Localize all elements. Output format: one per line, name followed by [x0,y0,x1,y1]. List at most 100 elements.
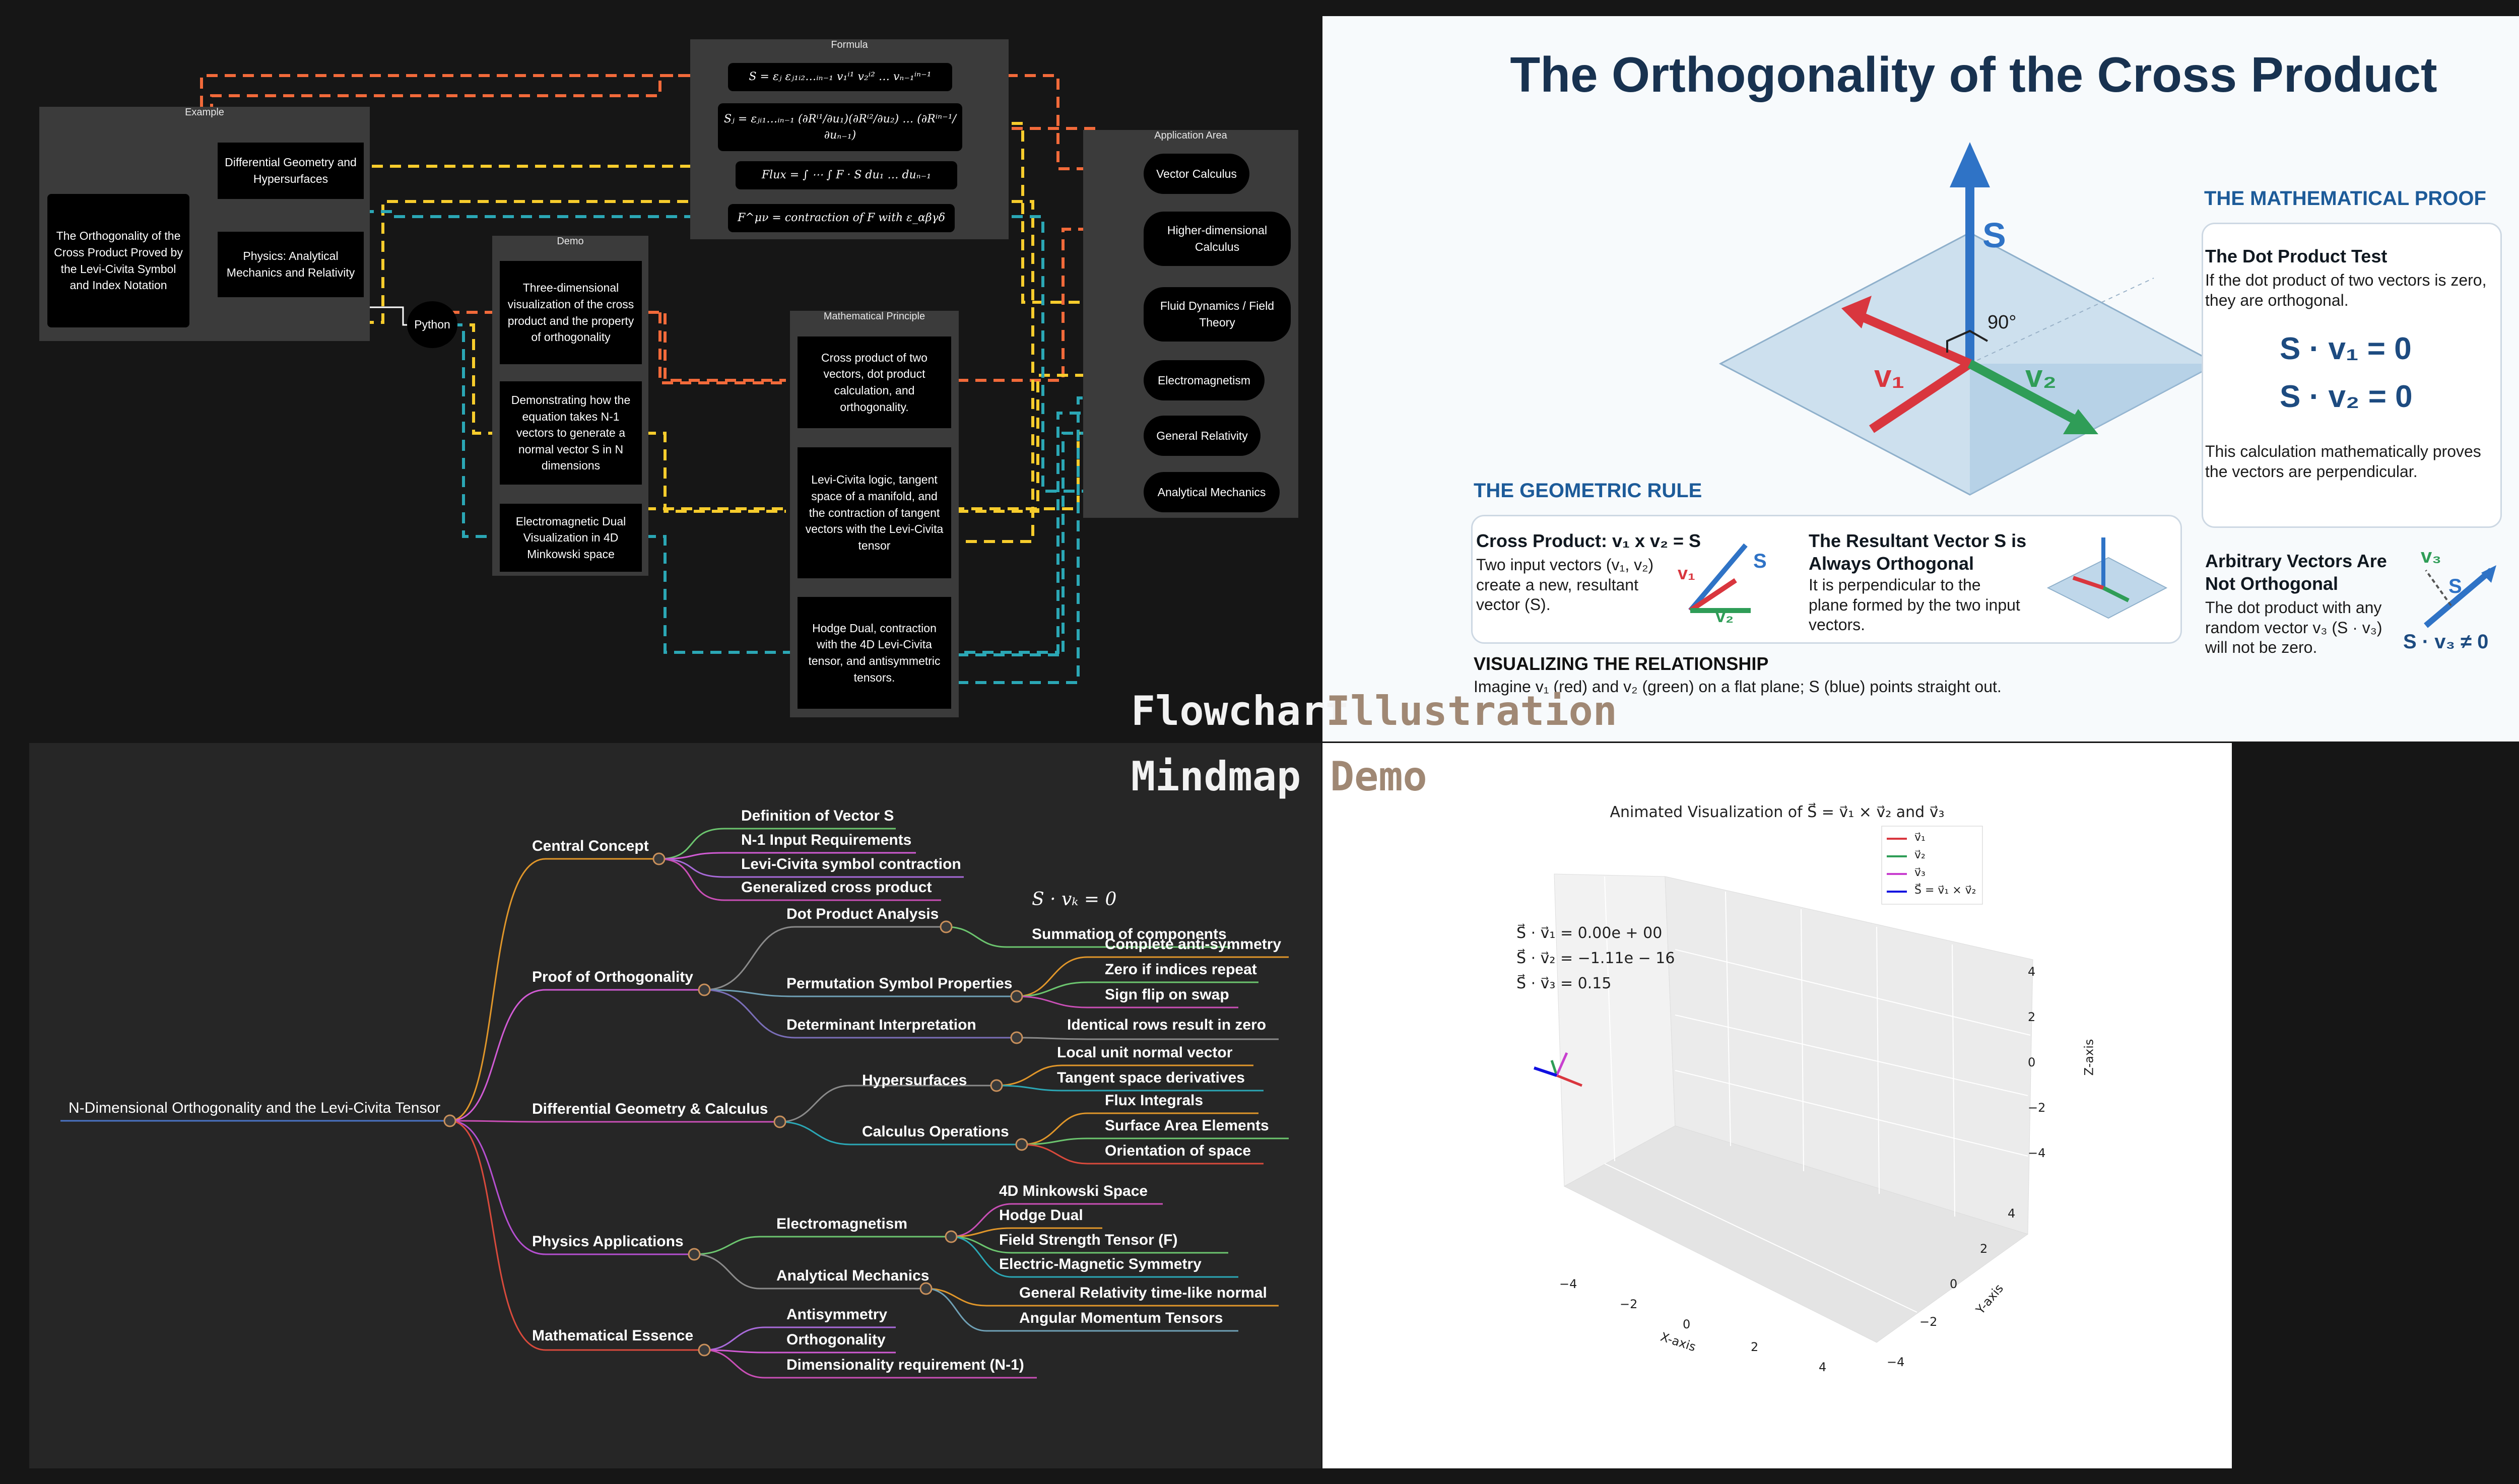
leaf-angular-momentum[interactable]: Angular Momentum Tensors [1019,1310,1223,1326]
leaf-dot-formula[interactable]: S · vₖ = 0 [1032,889,1117,910]
legend-label-v3: v⃗₃ [1914,866,1926,879]
v1-vector-head [1841,296,1872,328]
leaf-anti-symmetry[interactable]: Complete anti-symmetry [1105,936,1282,953]
orthogonality-diagram [1718,142,2219,496]
wire-yellow-7 [957,200,1034,543]
resultant-title: The Resultant Vector S is Always Orthogo… [1809,530,2027,574]
proof-conclusion: This calculation mathematically proves t… [2205,442,2481,481]
node-physics[interactable]: Physics: Analytical Mechanics and Relati… [218,232,364,297]
node-principle-2[interactable]: Levi-Civita logic, tangent space of a ma… [798,447,951,578]
y-tick-4: 2 [1980,1242,1988,1256]
proof-heading: THE MATHEMATICAL PROOF [2204,187,2486,210]
leaf-orthogonality[interactable]: Orthogonality [786,1331,886,1348]
leaf-minkowski[interactable]: 4D Minkowski Space [999,1183,1148,1199]
node-demo-3[interactable]: Electromagnetic Dual Visualization in 4D… [500,504,642,572]
node-demo-1[interactable]: Three-dimensional visualization of the c… [500,261,642,364]
node-principle-1[interactable]: Cross product of two vectors, dot produc… [798,336,951,428]
v2-vector-head [2063,409,2098,434]
dot-test-title: The Dot Product Test [2205,246,2388,266]
proof-node-dot [698,983,711,996]
node-app-analytical-mechanics[interactable]: Analytical Mechanics [1144,472,1280,512]
leaf-surface-area[interactable]: Surface Area Elements [1105,1117,1269,1134]
cross-s-label: S [1753,550,1767,572]
central-node-dot [652,852,666,865]
node-python[interactable]: Python [407,301,457,348]
z-tick-1: 4 [2028,965,2036,979]
branch-mathematical-essence[interactable]: Mathematical Essence [532,1327,694,1344]
leaf-unit-normal[interactable]: Local unit normal vector [1057,1044,1233,1061]
mindmap-connectors [60,828,1289,1379]
leaf-sign-flip[interactable]: Sign flip on swap [1105,986,1229,1003]
essence-node-dot [698,1343,711,1357]
node-hypersurfaces[interactable]: Hypersurfaces [862,1072,967,1089]
cross-product-body: Two input vectors (v₁, v₂) create a new,… [1476,556,1654,614]
node-app-vector-calculus[interactable]: Vector Calculus [1144,154,1249,194]
leaf-levi-civita-contraction[interactable]: Levi-Civita symbol contraction [741,856,961,872]
arbitrary-eq: S · v₃ ≠ 0 [2403,631,2489,653]
z-tick-3: 0 [2028,1055,2036,1069]
wire-orange-1 [181,74,1144,213]
leaf-em-symmetry[interactable]: Electric-Magnetic Symmetry [999,1256,1202,1272]
diagram-v1-label: v₁ [1874,359,1905,394]
mindmap-root[interactable]: N-Dimensional Orthogonality and the Levi… [69,1100,441,1116]
det-node-dot [1010,1031,1023,1044]
diagram-angle-label: 90° [1987,312,2017,333]
diffgeo-node-dot [773,1115,786,1128]
proof-eq-1: S · v₁ = 0 [2280,331,2412,366]
leaf-field-strength[interactable]: Field Strength Tensor (F) [999,1232,1178,1248]
rule-heading: THE GEOMETRIC RULE [1474,480,1702,502]
node-electromagnetism[interactable]: Electromagnetism [776,1216,908,1232]
node-principle-3[interactable]: Hodge Dual, contraction with the 4D Levi… [798,597,951,709]
leaf-tangent-derivatives[interactable]: Tangent space derivatives [1057,1069,1245,1086]
leaf-hodge-dual[interactable]: Hodge Dual [999,1207,1083,1224]
node-app-electromagnetism[interactable]: Electromagnetism [1144,360,1265,400]
node-dot-product-analysis[interactable]: Dot Product Analysis [786,906,939,922]
leaf-gr-time-like[interactable]: General Relativity time-like normal [1019,1285,1267,1301]
group-principle-title: Mathematical Principle [823,311,925,322]
node-formula-1[interactable]: S = εⱼ εⱼ₁ᵢ₂…ᵢₙ₋₁ v₁ⁱ¹ v₂ⁱ² … vₙ₋₁ⁱⁿ⁻¹ [728,63,952,91]
node-permutation-symbol[interactable]: Permutation Symbol Properties [786,975,1013,992]
leaf-summation-components[interactable]: Summation of components [1032,926,1227,942]
plane-diagonal [1969,278,2154,364]
leaf-zero-repeat[interactable]: Zero if indices repeat [1105,961,1257,978]
branch-central-concept[interactable]: Central Concept [532,838,649,854]
arbitrary-s-label: S [2448,575,2462,597]
label-demo: Demo [1330,753,1427,800]
leaf-identical-rows[interactable]: Identical rows result in zero [1067,1017,1267,1033]
y-tick-5: 4 [2008,1206,2016,1221]
leaf-dimensionality[interactable]: Dimensionality requirement (N-1) [786,1357,1024,1373]
leaf-definition-vector-s[interactable]: Definition of Vector S [741,807,894,824]
node-app-higher-dim[interactable]: Higher-dimensional Calculus [1144,212,1291,266]
label-illustration: Illustration [1326,688,1617,734]
plot-title: Animated Visualization of S⃗ = v⃗₁ × v⃗₂… [1610,803,1945,821]
branch-differential-geometry[interactable]: Differential Geometry & Calculus [532,1101,768,1117]
z-axis-label: Z-axis [2082,1039,2096,1076]
node-demo-2[interactable]: Demonstrating how the equation takes N-1… [500,381,642,485]
group-example-title: Example [185,107,224,118]
leaf-flux-integrals[interactable]: Flux Integrals [1105,1092,1204,1109]
node-determinant[interactable]: Determinant Interpretation [786,1017,976,1033]
wire-yellow-3 [957,122,1144,304]
node-main-topic[interactable]: The Orthogonality of the Cross Product P… [47,194,189,327]
plot-3d-axes [1534,826,2033,1343]
x-tick-4: 2 [1751,1340,1759,1354]
branch-physics-applications[interactable]: Physics Applications [532,1233,684,1250]
root-node-dot [443,1114,456,1127]
node-formula-2[interactable]: Sⱼ = εⱼᵢ₁…ᵢₙ₋₁ (∂Rⁱ¹/∂u₁)(∂Rⁱ²/∂u₂) … (∂… [718,103,962,151]
leaf-generalized-cross-product[interactable]: Generalized cross product [741,879,932,896]
node-app-general-relativity[interactable]: General Relativity [1144,416,1261,456]
node-formula-4[interactable]: F^μν = contraction of F with ε_αβγδ [728,204,955,232]
node-formula-3[interactable]: Flux = ∫ ⋯ ∫ F · S du₁ … duₙ₋₁ [736,161,957,189]
branch-proof-orthogonality[interactable]: Proof of Orthogonality [532,969,693,985]
leaf-n-minus-1-inputs[interactable]: N-1 Input Requirements [741,832,912,848]
node-differential-geometry[interactable]: Differential Geometry and Hypersurfaces [218,143,364,199]
proof-eq-2: S · v₂ = 0 [2280,379,2413,414]
vector-v3 [1555,1052,1568,1076]
resultant-icon [2046,537,2168,619]
node-analytical-mechanics[interactable]: Analytical Mechanics [776,1267,930,1284]
readout-s-dot-v1: S⃗ · v⃗₁ = 0.00e + 00 [1516,924,1663,942]
node-app-fluid-dynamics[interactable]: Fluid Dynamics / Field Theory [1144,287,1291,342]
leaf-orientation[interactable]: Orientation of space [1105,1142,1251,1159]
node-calculus-operations[interactable]: Calculus Operations [862,1123,1009,1140]
leaf-antisymmetry[interactable]: Antisymmetry [786,1306,888,1323]
